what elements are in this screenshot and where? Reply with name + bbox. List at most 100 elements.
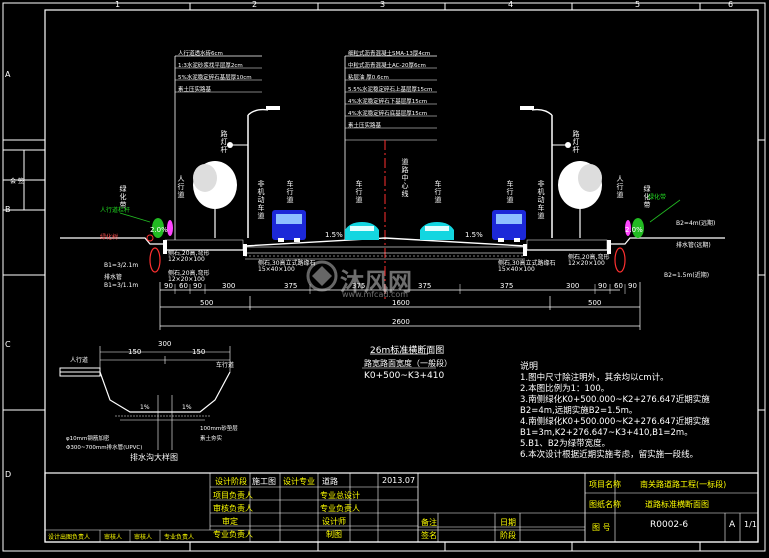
detail-label: 素土夯实: [200, 436, 223, 442]
curb-label: 15×40×100: [258, 266, 295, 273]
curb-label: 12×20×100: [168, 256, 205, 263]
annotation-right: B2=4m(远期): [676, 220, 716, 227]
label-walk-left: 人行道: [177, 175, 185, 199]
annotation-left: 绿化树: [100, 234, 119, 241]
slope-left-walk: 2.0%: [150, 226, 168, 234]
bus-left: [272, 210, 306, 242]
tb-discipline-label: 设计专业: [283, 477, 315, 486]
tb-label: 项目负责人: [213, 491, 253, 500]
label-lane-center-left: 车行道: [355, 180, 363, 204]
frame-number: 1: [115, 0, 121, 9]
note-item: 5.B1、B2为绿带宽度。: [520, 439, 611, 449]
detail-label: 100mm砂垫层: [200, 426, 238, 432]
detail-title: 排水沟大样图: [130, 453, 178, 462]
label-greenbelt-far-left: 绿化带: [119, 185, 127, 209]
dim-row1: 90: [164, 282, 173, 290]
frame-letter: D: [5, 470, 12, 479]
tb-rev: A: [729, 520, 736, 530]
annotation-left: B1=3/2.1m: [104, 262, 139, 269]
label-lane-right-1: 非机动车道: [537, 180, 545, 220]
layer-left: 1:3水泥砂浆找平层厚2cm: [178, 63, 243, 69]
detail-dim: 300: [158, 340, 172, 348]
watermark-brand: 沐风网: [340, 268, 412, 296]
tb-label: 审定: [222, 517, 238, 526]
annotation-left: B1=3/1.1m: [104, 282, 139, 289]
detail-label: φ10mm钢筋加密: [66, 436, 110, 442]
dim-row1: 90: [193, 282, 202, 290]
note-item: 2.本图比例为1：100。: [520, 384, 610, 394]
tree-right: [558, 161, 602, 238]
curb-label: 侧石,20高,弯形: [168, 270, 210, 277]
label-lane-center-right: 车行道: [434, 180, 442, 204]
frame-number: 4: [508, 0, 514, 9]
tb-drawing-value: 道路标准横断面图: [645, 500, 709, 509]
tb-label: 制图: [326, 530, 342, 539]
curb-label: 12×20×100: [568, 260, 605, 267]
frame-number: 5: [635, 0, 641, 9]
note-item: B2=4m,远期实施B2=1.5m。: [520, 406, 638, 416]
layer-center: 中粒式沥青混凝土AC-20厚6cm: [348, 63, 426, 69]
annotation-right: 绿化带: [648, 194, 667, 201]
watermark-url: www.mfcad.com: [342, 290, 409, 299]
dim-row1: 60: [179, 282, 188, 290]
detail-dim: 150: [192, 348, 206, 356]
note-item: 6.本次设计根据近期实施考虑，留实施一段线。: [520, 450, 699, 460]
tb-col: 阶段: [500, 531, 516, 540]
tb-no-label: 图 号: [592, 523, 611, 532]
tb-stage-label: 设计阶段: [215, 477, 247, 486]
slope-left-road: 1.5%: [325, 231, 343, 239]
drawing-station: K0+500~K3+410: [364, 371, 445, 381]
ditch-detail: [59, 346, 231, 450]
layer-left: 5%水泥稳定碎石基层厚10cm: [178, 75, 252, 81]
label-lamp-right: 路灯杆: [572, 130, 580, 154]
layer-center: 4%水泥稳定碎石下基层厚15cm: [348, 99, 428, 105]
street-lamp-right: [520, 106, 571, 238]
note-item: 3.南侧绿化K0+500.000~K2+276.647近期实施: [520, 395, 710, 405]
notes-block: 说明 1.图中尺寸除注明外，其余均以cm计。 2.本图比例为1：100。 3.南…: [520, 362, 760, 461]
detail-dim: 150: [128, 348, 142, 356]
frame-number: 2: [252, 0, 258, 9]
label-greenbelt-far-right: 绿化带: [643, 185, 651, 209]
slope-right-road: 1.5%: [465, 231, 483, 239]
detail-label: 人行道: [70, 357, 89, 364]
curb-label: 12×20×100: [168, 276, 205, 283]
dim-row2: 1600: [392, 299, 410, 307]
label-lane-right-2: 车行道: [506, 180, 514, 204]
tb-footer: 设计出图负责人: [48, 534, 91, 541]
frame-number: 3: [380, 0, 386, 9]
tb-label: 专业负责人: [213, 530, 253, 539]
tb-project-label: 项目名称: [589, 480, 621, 489]
dim-row1: 375: [284, 282, 298, 290]
dim-row1: 300: [222, 282, 236, 290]
dim-row3: 2600: [392, 318, 410, 326]
layer-center: 素土压实路基: [348, 123, 382, 129]
layer-center: 粘层油 厚0.6cm: [348, 75, 389, 81]
note-item: 1.图中尺寸除注明外，其余均以cm计。: [520, 373, 669, 383]
annotation-right: B2=1.5m(近期): [664, 272, 710, 279]
tb-footer: 审核人: [104, 534, 123, 541]
tb-drawing-label: 图纸名称: [589, 500, 621, 509]
dim-row1: 375: [500, 282, 514, 290]
curb-label: 侧石,30高立式路缘石: [498, 260, 556, 267]
note-item: B1=3m,K2+276.647~K3+410,B1=2m。: [520, 428, 693, 438]
frame-letter: B: [5, 205, 11, 214]
tree-left: [193, 161, 237, 238]
tb-stage-value: 施工图: [252, 477, 276, 486]
watermark-logo-icon: [306, 260, 338, 292]
title-block-grid: [44, 472, 759, 543]
tb-footer: 审核人: [134, 534, 153, 541]
label-lamp-left: 路灯杆: [220, 130, 228, 154]
tb-discipline-value: 道路: [322, 477, 338, 486]
note-item: 4.南侧绿化K0+500.000~K2+276.647近期实施: [520, 417, 710, 427]
curb-label: 15×40×100: [498, 266, 535, 273]
annotation-left: 排水管: [104, 274, 123, 281]
dim-row1: 90: [598, 282, 607, 290]
tb-col: 签名: [421, 531, 437, 540]
bus-right: [492, 210, 526, 242]
drawing-subtitle: 路宽路面宽度（一般段）: [364, 359, 452, 368]
tb-project-value: 南关路道路工程(一标段): [640, 480, 727, 489]
dim-row1: 60: [614, 282, 623, 290]
dim-row1: 90: [628, 282, 637, 290]
